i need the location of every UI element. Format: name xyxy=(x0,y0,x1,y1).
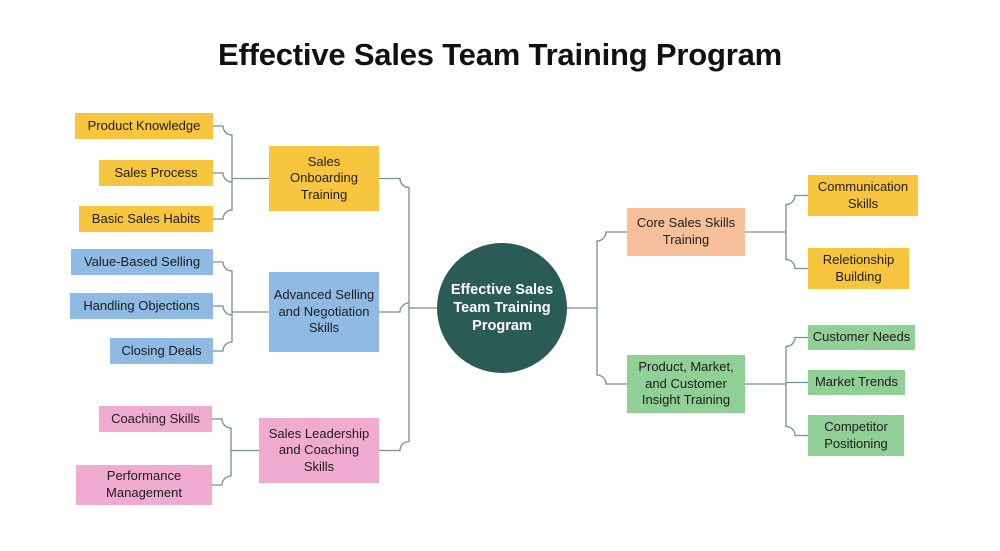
node-label: Market Trends xyxy=(814,374,899,390)
node-performance-management[interactable]: Performance Management xyxy=(76,465,212,505)
node-handling-objections[interactable]: Handling Objections xyxy=(70,293,213,319)
node-product-knowledge[interactable]: Product Knowledge xyxy=(75,113,213,139)
connector xyxy=(785,336,809,348)
node-market-trends[interactable]: Market Trends xyxy=(808,370,905,395)
node-product-market-and-customer-insight-training[interactable]: Product, Market, and Customer Insight Tr… xyxy=(627,355,745,413)
node-label: Coaching Skills xyxy=(111,410,200,426)
connector xyxy=(211,418,232,429)
node-label: Closing Deals xyxy=(121,342,202,358)
node-label: Sales Process xyxy=(114,164,198,180)
connector xyxy=(596,374,628,385)
connector xyxy=(785,194,809,206)
connector xyxy=(212,305,233,316)
node-reletionship-building[interactable]: Reletionship Building xyxy=(808,248,909,289)
connector xyxy=(785,425,809,437)
node-hub-effective-sales-team-training-program[interactable]: Effective Sales Team Training Program xyxy=(437,243,567,373)
node-label: Value-Based Selling xyxy=(83,253,201,269)
node-label: Customer Needs xyxy=(812,329,911,345)
node-coaching-skills[interactable]: Coaching Skills xyxy=(99,406,212,432)
connector xyxy=(596,231,628,242)
connector xyxy=(211,475,232,486)
node-label: Communication Skills xyxy=(817,178,909,211)
connector xyxy=(378,302,410,313)
node-value-based-selling[interactable]: Value-Based Selling xyxy=(71,249,213,275)
node-label: Sales Leadership and Coaching Skills xyxy=(268,425,370,474)
connector xyxy=(212,261,233,272)
node-customer-needs[interactable]: Customer Needs xyxy=(808,325,915,350)
node-sales-leadership-and-coaching-skills[interactable]: Sales Leadership and Coaching Skills xyxy=(259,418,379,483)
node-label: Advanced Selling and Negotiation Skills xyxy=(273,287,375,336)
page-title: Effective Sales Team Training Program xyxy=(217,37,782,72)
node-label: Sales Onboarding Training xyxy=(290,153,358,202)
node-label: Product Knowledge xyxy=(87,117,201,133)
node-closing-deals[interactable]: Closing Deals xyxy=(110,338,213,364)
node-label: Handling Objections xyxy=(83,297,200,313)
node-sales-onboarding-training[interactable]: Sales Onboarding Training xyxy=(269,146,379,211)
connector xyxy=(378,177,410,189)
connector xyxy=(212,172,233,183)
node-competitor-positioning[interactable]: Competitor Positioning xyxy=(808,415,904,456)
node-label: Performance Management xyxy=(106,468,182,500)
node-advanced-selling-and-negotiation-skills[interactable]: Advanced Selling and Negotiation Skills xyxy=(269,272,379,352)
node-label: Core Sales Skills Training xyxy=(636,215,736,247)
connector xyxy=(212,125,233,136)
connector xyxy=(212,209,233,220)
connector xyxy=(785,258,809,270)
connector xyxy=(378,440,410,452)
node-core-sales-skills-training[interactable]: Core Sales Skills Training xyxy=(627,208,745,256)
node-label: Basic Sales Habits xyxy=(91,210,201,226)
node-communication-skills[interactable]: Communication Skills xyxy=(808,175,918,216)
node-sales-process[interactable]: Sales Process xyxy=(99,160,213,186)
node-label: Reletionship Building xyxy=(822,251,895,284)
node-label: Product, Market, and Customer Insight Tr… xyxy=(638,359,734,408)
node-basic-sales-habits[interactable]: Basic Sales Habits xyxy=(79,206,213,232)
connector xyxy=(212,341,233,352)
hub-label: Effective Sales Team Training Program xyxy=(450,281,554,335)
node-label: Competitor Positioning xyxy=(824,418,888,451)
